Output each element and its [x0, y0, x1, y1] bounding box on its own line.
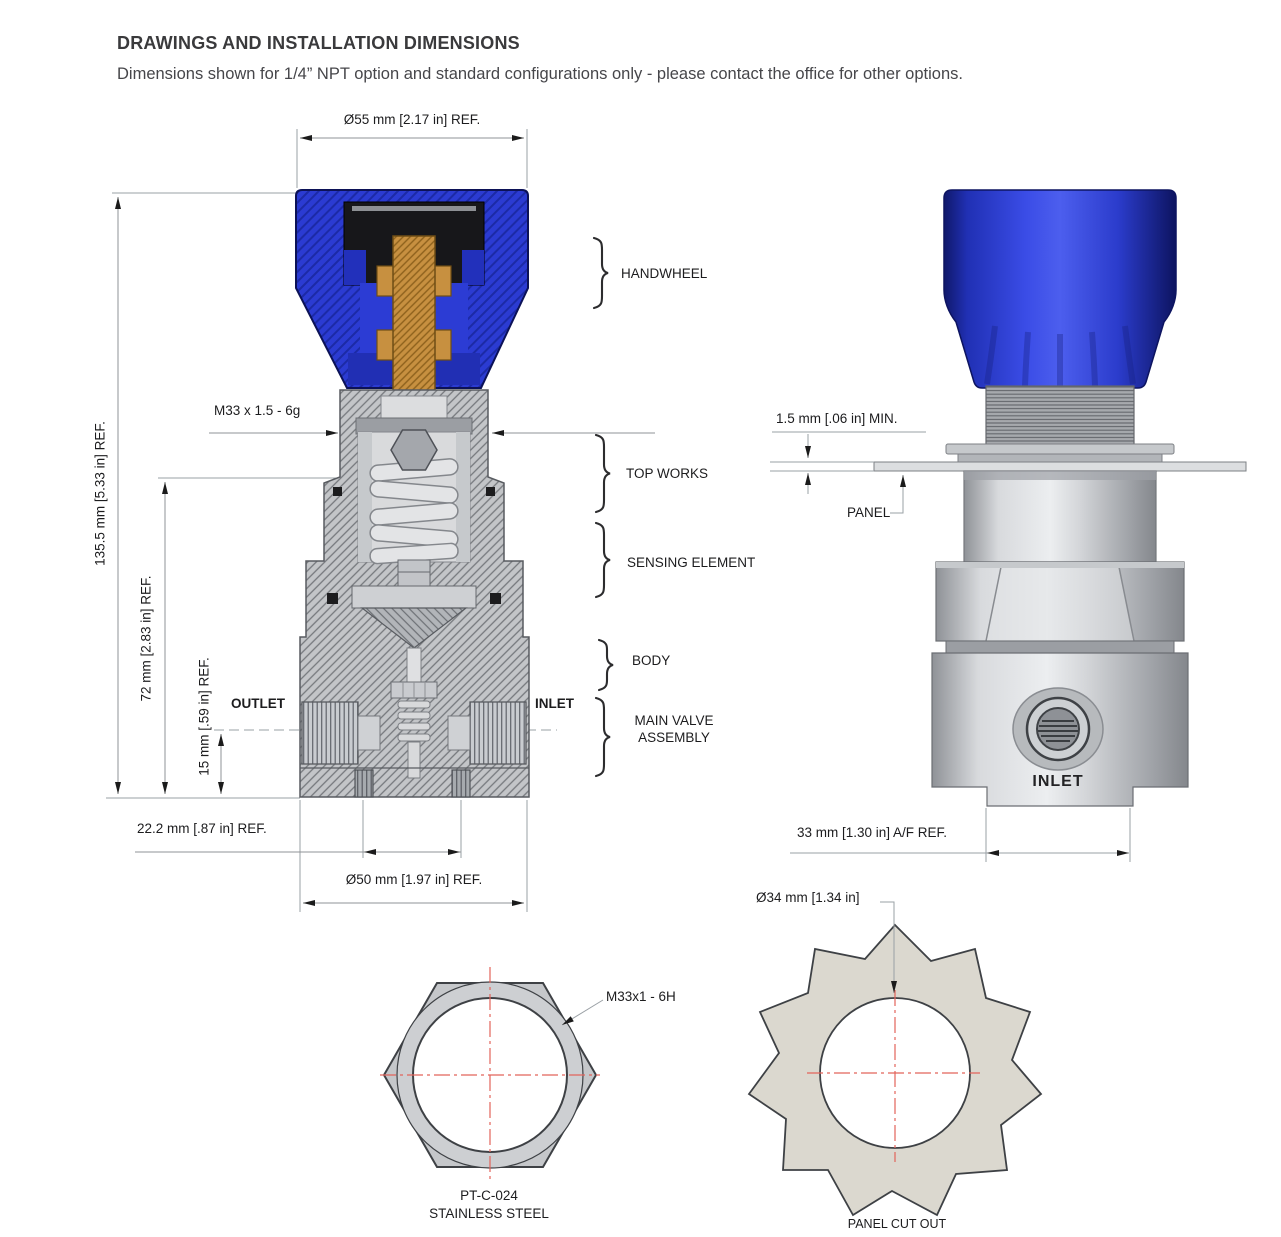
dim-label-height-total: 135.5 mm [5.33 in] REF. [92, 421, 108, 566]
front-view-drawing [106, 129, 655, 912]
page-subtitle: Dimensions shown for 1/4” NPT option and… [117, 65, 963, 83]
panel-nut-drawing [380, 967, 604, 1183]
callout-top-works: TOP WORKS [626, 466, 709, 481]
dim-label-height-port: 15 mm [.59 in] REF. [196, 657, 212, 776]
inlet-label: INLET [535, 696, 574, 711]
callout-body: BODY [632, 653, 671, 668]
panel-label: PANEL [847, 505, 891, 520]
dim-label-diameter-bottom: Ø50 mm [1.97 in] REF. [345, 872, 483, 887]
page-title: DRAWINGS AND INSTALLATION DIMENSIONS [117, 33, 520, 53]
panel-cutout-drawing [747, 901, 1043, 1217]
callout-handwheel: HANDWHEEL [621, 266, 708, 281]
dim-label-panel-clearance: 1.5 mm [.06 in] MIN. [776, 411, 898, 426]
material-label: STAINLESS STEEL [429, 1206, 549, 1221]
dim-label-across-flats: 33 mm [1.30 in] A/F REF. [797, 825, 948, 840]
callout-sensing-element: SENSING ELEMENT [627, 555, 756, 570]
dim-label-hole-spacing: 22.2 mm [.87 in] REF. [137, 821, 267, 836]
callout-main-valve: MAIN VALVE ASSEMBLY [607, 713, 741, 747]
panel-cutout-caption: PANEL CUT OUT [847, 1217, 947, 1231]
dim-label-cutout-hole: Ø34 mm [1.34 in] [756, 890, 860, 905]
thread-spec-label: M33 x 1.5 - 6g [214, 403, 301, 418]
inlet-marking: INLET [1032, 773, 1084, 790]
nut-thread-label: M33x1 - 6H [606, 989, 676, 1004]
callout-main-valve-line1: MAIN VALVE [634, 713, 714, 728]
side-view-drawing [770, 189, 1247, 862]
dim-label-height-bonnet: 72 mm [2.83 in] REF. [138, 575, 154, 702]
callout-main-valve-line2: ASSEMBLY [638, 729, 710, 745]
part-number-label: PT-C-024 [460, 1188, 518, 1203]
outlet-label: OUTLET [231, 696, 285, 711]
dim-label-diameter-top: Ø55 mm [2.17 in] REF. [343, 112, 481, 127]
